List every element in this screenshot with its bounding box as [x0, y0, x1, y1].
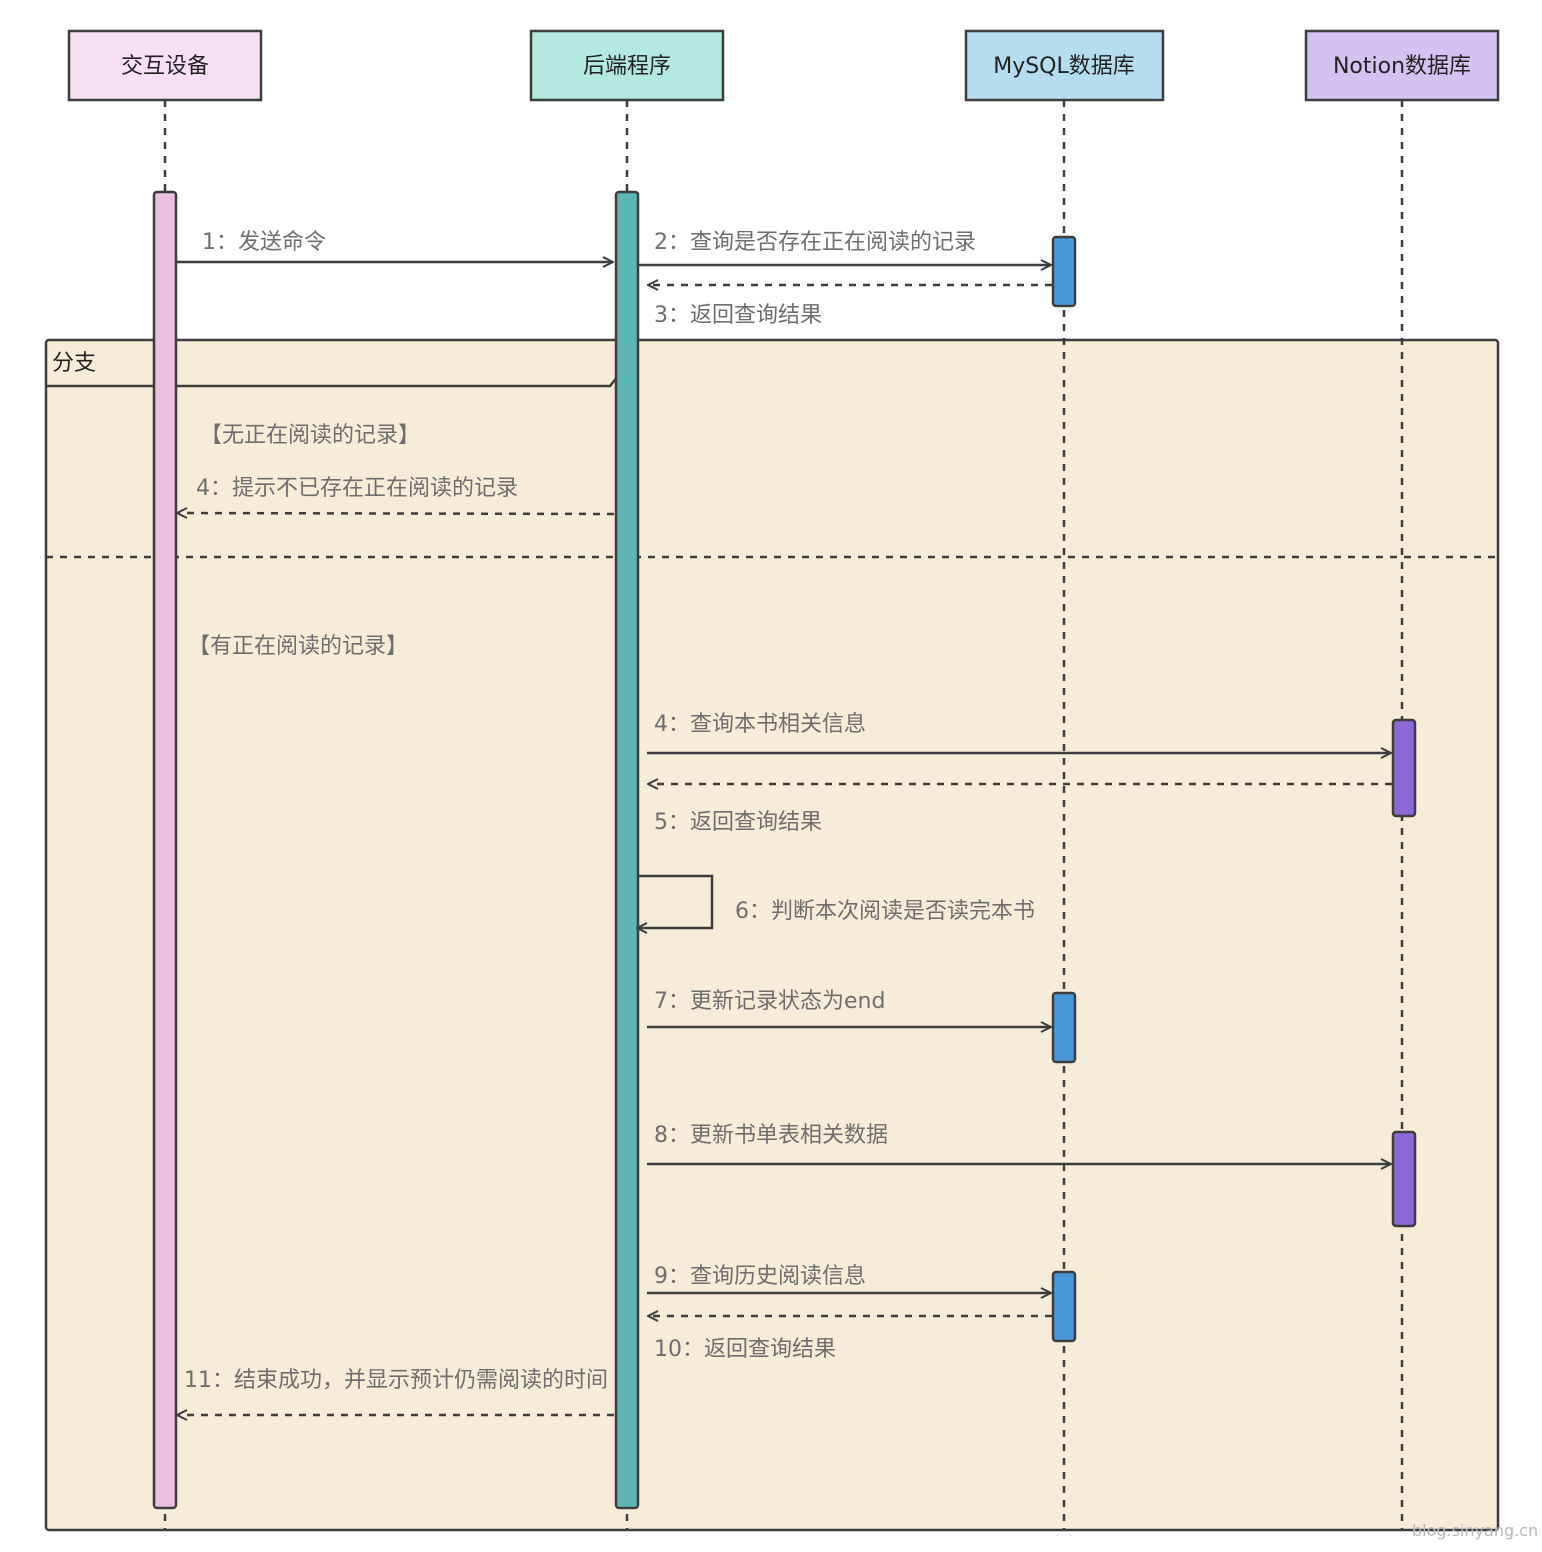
participant-mysql-label: MySQL数据库 [993, 54, 1135, 79]
activation-mysql-2 [1051, 991, 1077, 1064]
activation-notion-2 [1391, 1130, 1417, 1228]
message-4a-label: 4：提示不已存在正在阅读的记录 [196, 476, 518, 501]
activation-notion-1 [1391, 718, 1417, 818]
message-5-label: 5：返回查询结果 [654, 810, 822, 835]
message-1-label: 1：发送命令 [202, 230, 326, 255]
participant-mysql: MySQL数据库 [964, 29, 1165, 102]
participant-device-box [67, 29, 263, 102]
participant-mysql-box [964, 29, 1165, 102]
participant-device: 交互设备 [67, 29, 263, 102]
activation-bars [152, 190, 1417, 1510]
message-4a-arrow [177, 513, 615, 514]
message-4b-label: 4：查询本书相关信息 [654, 712, 866, 737]
alt-condition-2: 【有正在阅读的记录】 [188, 634, 408, 659]
participant-notion-label: Notion数据库 [1333, 54, 1471, 79]
activation-device [152, 190, 178, 1510]
message-6-self-arrow [637, 874, 714, 928]
message-6-label: 6：判断本次阅读是否读完本书 [735, 899, 1035, 924]
message-7-label: 7：更新记录状态为end [654, 989, 885, 1014]
message-8-label: 8：更新书单表相关数据 [654, 1123, 888, 1148]
activation-mysql-1 [1051, 235, 1077, 308]
alt-condition-1: 【无正在阅读的记录】 [200, 423, 420, 448]
alt-fragment: 分支 【无正在阅读的记录】 【有正在阅读的记录】 [44, 338, 1500, 1532]
participant-notion-box [1304, 29, 1500, 102]
participant-notion: Notion数据库 [1304, 29, 1500, 102]
activation-mysql-3 [1051, 1270, 1077, 1343]
alt-fragment-title: 分支 [52, 351, 96, 376]
activation-backend [614, 190, 640, 1510]
participant-device-label: 交互设备 [121, 54, 209, 79]
message-11-label: 11：结束成功，并显示预计仍需阅读的时间 [184, 1368, 608, 1393]
message-9-label: 9：查询历史阅读信息 [654, 1264, 866, 1289]
watermark: blog.sinyang.cn [1412, 1521, 1538, 1540]
participant-backend: 后端程序 [529, 29, 725, 102]
participant-backend-box [529, 29, 725, 102]
participant-backend-label: 后端程序 [583, 54, 671, 79]
message-3-label: 3：返回查询结果 [654, 303, 822, 328]
messages: 1：发送命令 2：查询是否存在正在阅读的记录 3：返回查询结果 4：提示不已存在… [177, 230, 1392, 1415]
alt-fragment-box [44, 338, 1500, 1532]
message-2-label: 2：查询是否存在正在阅读的记录 [654, 230, 976, 255]
message-10-label: 10：返回查询结果 [654, 1337, 836, 1362]
